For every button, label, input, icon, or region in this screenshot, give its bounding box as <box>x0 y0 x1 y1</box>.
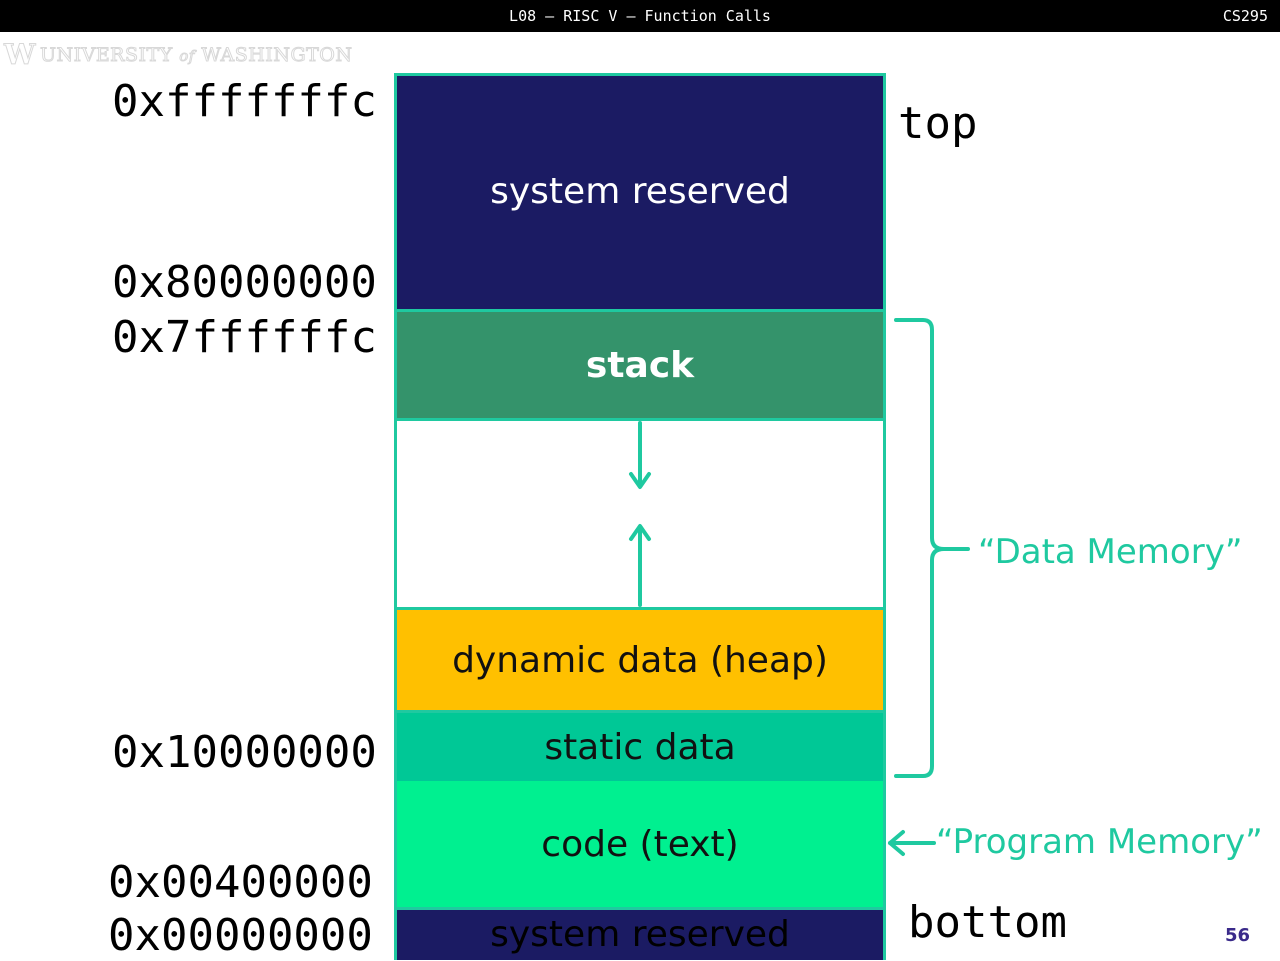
heap-growth-arrow-icon <box>629 524 651 607</box>
stack-growth-arrow-icon <box>629 421 651 489</box>
logo-word-washington: WASHINGTON <box>201 44 353 67</box>
logo-word-university: UNIVERSITY <box>39 44 173 67</box>
region-stack: stack <box>394 309 886 421</box>
address-label-10000000: 0x10000000 <box>112 727 377 778</box>
slide-header: L08 – RISC V – Function Calls CS295 <box>0 0 1280 32</box>
region-system-reserved-bottom: system reserved <box>394 907 886 960</box>
logo-word-of: of <box>179 47 195 66</box>
region-static-data: static data <box>394 713 886 781</box>
region-label: system reserved <box>490 914 790 955</box>
address-label-80000000: 0x80000000 <box>112 257 377 308</box>
region-code: code (text) <box>394 781 886 907</box>
program-memory-arrow-icon <box>888 830 936 856</box>
page-number: 56 <box>1225 925 1251 946</box>
label-program-memory: “Program Memory” <box>936 822 1263 862</box>
address-label-00000000: 0x00000000 <box>108 910 373 961</box>
region-label: stack <box>585 344 695 386</box>
uw-w-icon: W <box>4 38 36 72</box>
address-label-00400000: 0x00400000 <box>108 857 373 908</box>
region-label: dynamic data (heap) <box>452 639 828 681</box>
label-bottom: bottom <box>908 897 1067 948</box>
address-label-7ffffffc: 0x7ffffffc <box>112 312 377 363</box>
course-code: CS295 <box>1222 7 1268 25</box>
slide-title: L08 – RISC V – Function Calls <box>509 7 771 25</box>
data-memory-brace-icon <box>894 318 970 778</box>
region-label: static data <box>544 726 736 768</box>
region-label: system reserved <box>490 170 790 212</box>
label-data-memory: “Data Memory” <box>978 532 1243 572</box>
region-system-reserved-top: system reserved <box>394 73 886 309</box>
region-label: code (text) <box>541 823 739 865</box>
label-top: top <box>898 98 978 149</box>
address-label-fffffffc: 0xfffffffc <box>112 76 377 127</box>
region-heap: dynamic data (heap) <box>394 607 886 713</box>
